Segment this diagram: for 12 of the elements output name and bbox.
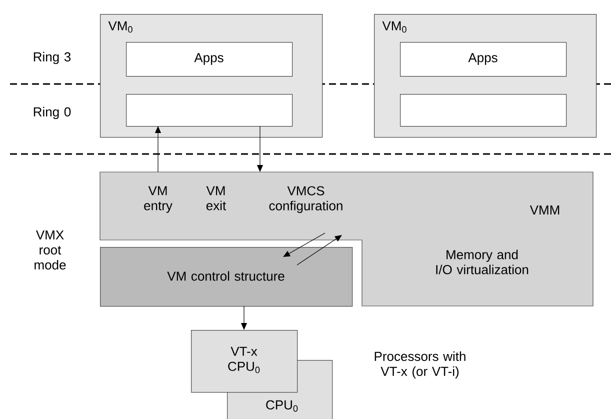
side-label: Ring 0 [34,106,71,120]
cpu-box: VT-x CPU$_{0}$ [191,330,298,393]
os-box [126,94,293,127]
arrow [296,235,342,266]
os-box [400,94,567,127]
arrow [283,232,326,257]
side-label: Processors with VT-x (or VT-i) [374,351,466,379]
side-label: VMX root mode [34,230,66,270]
app-box: Apps [126,42,293,77]
app-box: Apps [400,42,567,77]
control-structure-box: VM control structure [100,246,353,307]
side-label: Ring 3 [34,52,71,64]
